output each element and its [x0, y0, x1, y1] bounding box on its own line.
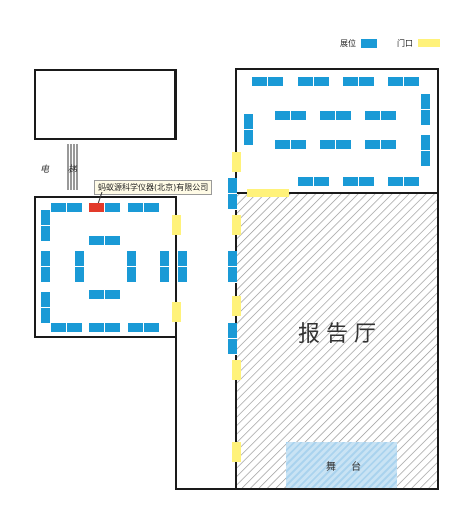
- booth[interactable]: [178, 251, 187, 267]
- booth[interactable]: [228, 323, 237, 339]
- door: [232, 442, 241, 462]
- booth[interactable]: [41, 292, 50, 308]
- booth[interactable]: [421, 151, 430, 167]
- booth[interactable]: [228, 194, 237, 210]
- booth[interactable]: [421, 94, 430, 110]
- booth[interactable]: [343, 177, 359, 186]
- booth[interactable]: [421, 135, 430, 151]
- stage: [286, 442, 397, 488]
- booth[interactable]: [75, 251, 84, 267]
- booth[interactable]: [388, 177, 404, 186]
- stage-label: 舞 台: [326, 462, 368, 473]
- booth-highlighted[interactable]: [89, 203, 105, 212]
- booth[interactable]: [127, 267, 136, 283]
- booth[interactable]: [336, 140, 352, 149]
- booth[interactable]: [178, 267, 187, 283]
- booth[interactable]: [404, 177, 420, 186]
- booth[interactable]: [160, 251, 169, 267]
- booth[interactable]: [244, 130, 253, 146]
- booth[interactable]: [41, 226, 50, 242]
- booth[interactable]: [336, 111, 352, 120]
- booth[interactable]: [105, 323, 121, 332]
- booth[interactable]: [228, 178, 237, 194]
- booth[interactable]: [41, 251, 50, 267]
- booth[interactable]: [404, 77, 420, 86]
- legend-door-swatch: [418, 39, 440, 47]
- report-hall-label: 报告厅: [298, 322, 383, 347]
- door: [247, 189, 289, 197]
- exhibitor-pointer: [97, 191, 103, 205]
- elevator-icon: [67, 144, 79, 190]
- booth[interactable]: [228, 251, 237, 267]
- booth[interactable]: [291, 111, 307, 120]
- booth[interactable]: [75, 267, 84, 283]
- booth[interactable]: [298, 77, 314, 86]
- booth[interactable]: [343, 77, 359, 86]
- booth[interactable]: [365, 140, 381, 149]
- booth[interactable]: [144, 203, 160, 212]
- legend-door-label: 门口: [397, 39, 413, 48]
- booth[interactable]: [128, 203, 144, 212]
- door: [172, 302, 181, 322]
- booth[interactable]: [268, 77, 284, 86]
- booth[interactable]: [275, 140, 291, 149]
- booth[interactable]: [381, 140, 397, 149]
- booth[interactable]: [252, 77, 268, 86]
- booth[interactable]: [89, 323, 105, 332]
- booth[interactable]: [51, 323, 67, 332]
- booth[interactable]: [359, 177, 375, 186]
- legend-booth-swatch: [361, 39, 377, 48]
- legend-booth-label: 展位: [340, 39, 356, 48]
- door: [232, 215, 241, 235]
- booth[interactable]: [144, 323, 160, 332]
- booth[interactable]: [127, 251, 136, 267]
- booth[interactable]: [320, 111, 336, 120]
- exhibitor-label: 蚂蚁源科学仪器(北京)有限公司: [94, 180, 213, 195]
- booth[interactable]: [275, 111, 291, 120]
- booth[interactable]: [105, 290, 121, 299]
- booth[interactable]: [41, 267, 50, 283]
- elevator-label: 电 梯: [40, 165, 85, 175]
- booth[interactable]: [359, 77, 375, 86]
- booth[interactable]: [314, 177, 330, 186]
- booth[interactable]: [41, 308, 50, 324]
- booth[interactable]: [421, 110, 430, 126]
- booth[interactable]: [67, 323, 83, 332]
- booth[interactable]: [320, 140, 336, 149]
- booth[interactable]: [105, 203, 121, 212]
- door: [232, 152, 241, 172]
- booth[interactable]: [244, 114, 253, 130]
- booth[interactable]: [89, 236, 105, 245]
- booth[interactable]: [381, 111, 397, 120]
- booth[interactable]: [298, 177, 314, 186]
- report-hall-area: [237, 193, 437, 489]
- booth[interactable]: [291, 140, 307, 149]
- booth[interactable]: [388, 77, 404, 86]
- booth[interactable]: [228, 339, 237, 355]
- left-exhibit-room: [34, 196, 177, 338]
- booth[interactable]: [160, 267, 169, 283]
- booth[interactable]: [89, 290, 105, 299]
- right-exhibit-room: [235, 68, 439, 194]
- booth[interactable]: [67, 203, 83, 212]
- door: [172, 215, 181, 235]
- booth[interactable]: [128, 323, 144, 332]
- booth[interactable]: [228, 267, 237, 283]
- booth[interactable]: [105, 236, 121, 245]
- booth[interactable]: [41, 210, 50, 226]
- door: [232, 296, 241, 316]
- door: [232, 360, 241, 380]
- booth[interactable]: [51, 203, 67, 212]
- booth[interactable]: [314, 77, 330, 86]
- booth[interactable]: [365, 111, 381, 120]
